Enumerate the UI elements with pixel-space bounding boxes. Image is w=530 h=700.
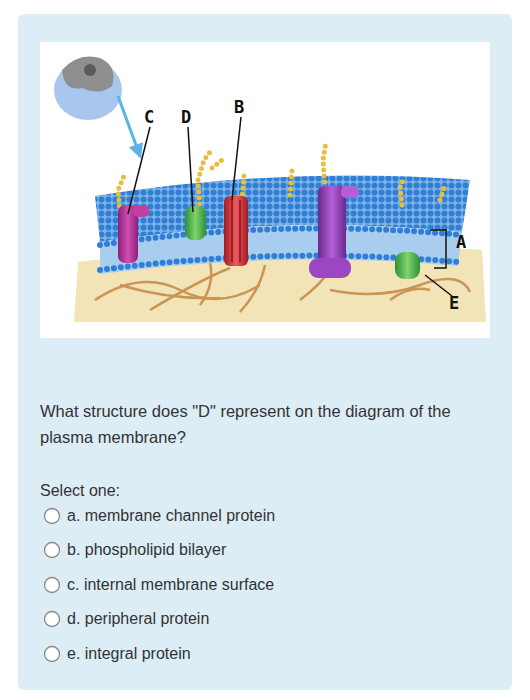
instruction-text: Select one: — [40, 481, 120, 501]
integral-protein — [318, 186, 346, 262]
integral-protein — [224, 196, 248, 266]
answer-option: a. membrane channel protein — [67, 506, 275, 526]
leader-lines — [128, 117, 452, 296]
answer-option: c. internal membrane surface — [67, 575, 274, 595]
head-row — [100, 228, 462, 245]
zoom-arrow — [118, 96, 140, 156]
protein-stripe — [231, 200, 233, 262]
answer-option: d. peripheral protein — [67, 609, 209, 629]
cell-nucleus — [84, 64, 96, 76]
callout-letter: D — [181, 108, 191, 126]
protein-base — [309, 258, 351, 278]
callout-letter: B — [234, 98, 244, 116]
carbohydrate-chains — [118, 142, 444, 212]
radio-buttons — [45, 509, 60, 662]
peripheral-protein — [185, 206, 206, 240]
callout-letter: C — [144, 108, 154, 126]
answer-option: b. phospholipid bilayer — [67, 540, 226, 560]
protein-cap — [341, 186, 359, 198]
answer-option: e. integral protein — [67, 644, 191, 664]
image-panel — [40, 42, 490, 338]
question-text: What structure does "D" represent on the… — [40, 398, 472, 450]
protein-stripe — [239, 200, 241, 262]
card-background — [18, 14, 512, 690]
cell-organelles — [62, 57, 114, 92]
protein-cap — [133, 205, 149, 217]
callout-letter: A — [456, 233, 466, 251]
callout-letter: E — [449, 294, 459, 312]
peripheral-protein — [395, 252, 420, 279]
